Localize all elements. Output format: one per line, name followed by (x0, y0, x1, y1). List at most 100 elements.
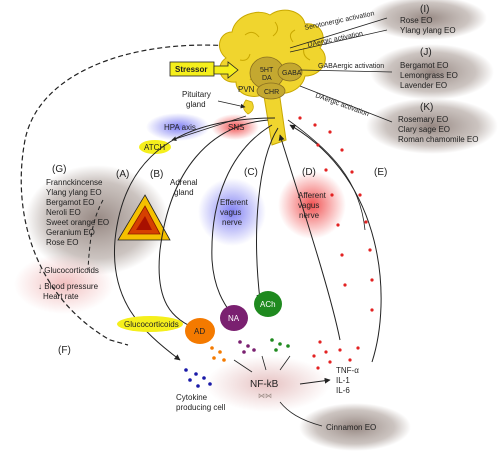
pathway-b (158, 119, 269, 332)
afferent-glow (278, 171, 346, 239)
cinnamon-glow (299, 403, 411, 451)
hpa-axis-label: HPA axis (164, 123, 196, 132)
ad-blob (185, 318, 215, 344)
hpa-arrow (171, 115, 247, 141)
glucocorticoids-label: Glucocorticoids (124, 320, 179, 329)
pvn-label: PVN (238, 85, 255, 94)
afferent-label-2: vagus (298, 201, 319, 210)
group-k-item-3: Roman chamomile EO (398, 135, 478, 144)
gaba-label: GABA (282, 70, 302, 77)
stressor-label: Stressor (175, 65, 207, 74)
group-g-item-1: Frannckincense (46, 178, 103, 187)
atch-oval (139, 140, 171, 154)
group-g-item-6: Geranium EO (46, 228, 95, 237)
cytokine-cell-label: Cytokine (176, 393, 208, 402)
feedback-dashed-line (20, 44, 251, 346)
effects-glow (14, 254, 114, 314)
group-j-item-1: Bergamot EO (400, 61, 448, 70)
inhibit-line-3 (279, 355, 291, 371)
inhibit-line-1 (233, 359, 253, 373)
efferent-glow (198, 178, 266, 246)
group-i-glow (367, 0, 487, 40)
ach-label: ACh (260, 300, 276, 309)
chr-node (256, 82, 286, 100)
pathway-d (278, 134, 341, 341)
na-blob (220, 305, 248, 331)
efferent-label-3: nerve (222, 218, 243, 227)
pathway-e-inner (287, 119, 366, 231)
adrenal-label-2: gland (174, 188, 194, 197)
group-i-item-1: Rose EO (400, 16, 432, 25)
group-k-glow (366, 98, 498, 154)
pituitary-pointer (217, 100, 246, 109)
group-j-item-2: Lemongrass EO (400, 71, 458, 80)
letter-k: (K) (420, 102, 433, 113)
group-k-item-1: Rosemary EO (398, 115, 448, 124)
nfkb-label: NF-kB (250, 379, 279, 390)
daergic-bottom-text: DAergic activation (314, 92, 370, 118)
adrenal-label: Adrenal (170, 178, 198, 187)
pituitary-label-2: gland (186, 100, 206, 109)
pathway-c-ach (256, 127, 279, 301)
atch-label: ATCH (144, 143, 165, 152)
ad-label: AD (194, 327, 205, 336)
letter-c: (C) (244, 167, 258, 178)
letter-e: (E) (374, 167, 387, 178)
pathway-e (289, 124, 382, 363)
efferent-label-2: vagus (220, 208, 241, 217)
pathway-c-na (211, 124, 273, 316)
letter-f: (F) (58, 345, 71, 356)
cytokine-il1: IL-1 (336, 376, 350, 385)
serotonergic-line (289, 17, 388, 49)
effect-blood-pressure: ↓ Blood pressure (38, 282, 99, 291)
cytokine-tnf: TNF-α (336, 366, 359, 375)
group-k-item-2: Clary sage EO (398, 125, 450, 134)
pituitary-label: Pituitary (182, 90, 211, 99)
group-g-glow (25, 165, 169, 275)
group-g-item-7: Rose EO (46, 238, 78, 247)
chr-label: CHR (264, 89, 279, 96)
letter-g: (G) (52, 164, 66, 175)
da-label: DA (262, 75, 272, 82)
efferent-label: Efferent (220, 198, 249, 207)
group-j-glow (370, 44, 494, 100)
group-g-item-4: Neroli EO (46, 208, 81, 217)
ach-blob (254, 291, 282, 317)
group-j-item-3: Lavender EO (400, 81, 447, 90)
gabaergic-text: GABAergic activation (318, 63, 384, 70)
cinnamon-label: Cinnamon EO (326, 423, 376, 432)
cytokine-il6: IL-6 (336, 386, 350, 395)
letter-b: (B) (150, 169, 163, 180)
red-dots (298, 116, 374, 370)
group-g-item-3: Bergamot EO (46, 198, 94, 207)
cinnamon-inhibit-line (279, 401, 323, 427)
na-label: NA (228, 314, 240, 323)
glucocorticoids-oval (117, 316, 183, 332)
gaba-node (277, 62, 303, 82)
afferent-label: Afferent (298, 191, 327, 200)
adrenal-medulla (136, 216, 152, 230)
brain (218, 9, 326, 146)
daergic-top-line (289, 29, 388, 53)
letter-i: (I) (420, 4, 429, 15)
inhibit-line-2 (261, 355, 267, 371)
group-i-item-2: Ylang ylang EO (400, 26, 456, 35)
group-g-item-5: Sweet orange EO (46, 218, 109, 227)
effect-glucocorticoids: ↓ Glucocorticoids (38, 266, 99, 275)
serotonergic-text: Serotonergic activation (304, 10, 375, 32)
letter-j: (J) (420, 47, 432, 58)
nfkb-glow (206, 356, 330, 412)
group-g-item-2: Ylang ylang EO (46, 188, 102, 197)
neurotransmitter-dots (184, 338, 290, 388)
ht-label: 5HT (260, 67, 274, 74)
hpa-axis-glow (146, 113, 210, 141)
nfkb-dna-icon: ⋈⋈ (258, 393, 272, 400)
letter-a: (A) (116, 169, 129, 180)
daergic-bottom-line (299, 85, 393, 123)
cytokine-cell-label-2: producing cell (176, 403, 226, 412)
gabaergic-line (299, 69, 393, 73)
effect-heart-rate: Heart rate (43, 292, 79, 301)
afferent-label-3: nerve (299, 211, 320, 220)
stressor-arrow (213, 61, 239, 79)
letter-d: (D) (302, 167, 316, 178)
